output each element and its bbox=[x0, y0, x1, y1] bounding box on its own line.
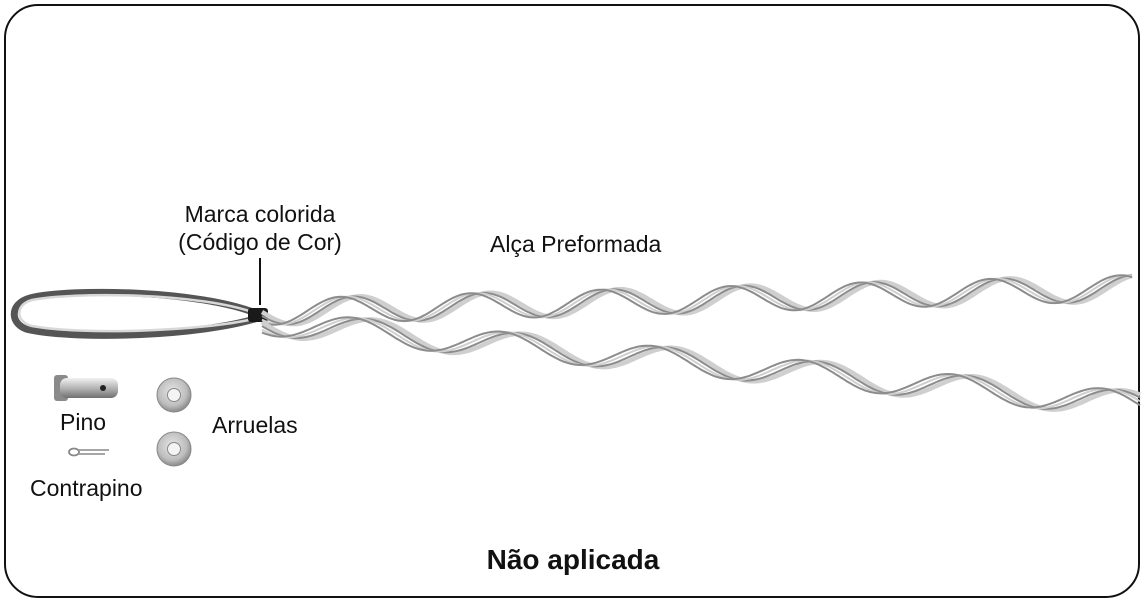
washer-icon bbox=[156, 431, 192, 467]
upper-leg-strand bbox=[260, 273, 1133, 327]
pin-label: Pino bbox=[60, 409, 107, 435]
washer-icon bbox=[156, 377, 192, 413]
diagram-frame bbox=[4, 4, 1140, 598]
cotter-pin-label: Contrapino bbox=[30, 475, 143, 501]
grip-loop bbox=[10, 288, 260, 339]
preformed-grip-label: Alça Preformada bbox=[490, 231, 662, 257]
preformed-grip-icon bbox=[10, 273, 1141, 412]
lower-leg-strand bbox=[261, 316, 1141, 410]
lower-leg-strand bbox=[260, 317, 1141, 412]
cotter-pin-icon bbox=[68, 447, 109, 457]
upper-leg-strand bbox=[261, 274, 1133, 326]
washers-label: Arruelas bbox=[212, 412, 298, 438]
color-mark-label: Marca colorida (Código de Cor) bbox=[160, 200, 360, 256]
status-title: Não aplicada bbox=[486, 544, 660, 575]
color-mark-label-line2: (Código de Cor) bbox=[178, 229, 342, 255]
color-mark-label-line1: Marca colorida bbox=[184, 201, 336, 227]
lower-leg-strand bbox=[261, 316, 1141, 409]
pin-icon bbox=[54, 375, 118, 401]
lower-leg-strand bbox=[261, 317, 1141, 410]
upper-leg-strand bbox=[261, 274, 1133, 326]
